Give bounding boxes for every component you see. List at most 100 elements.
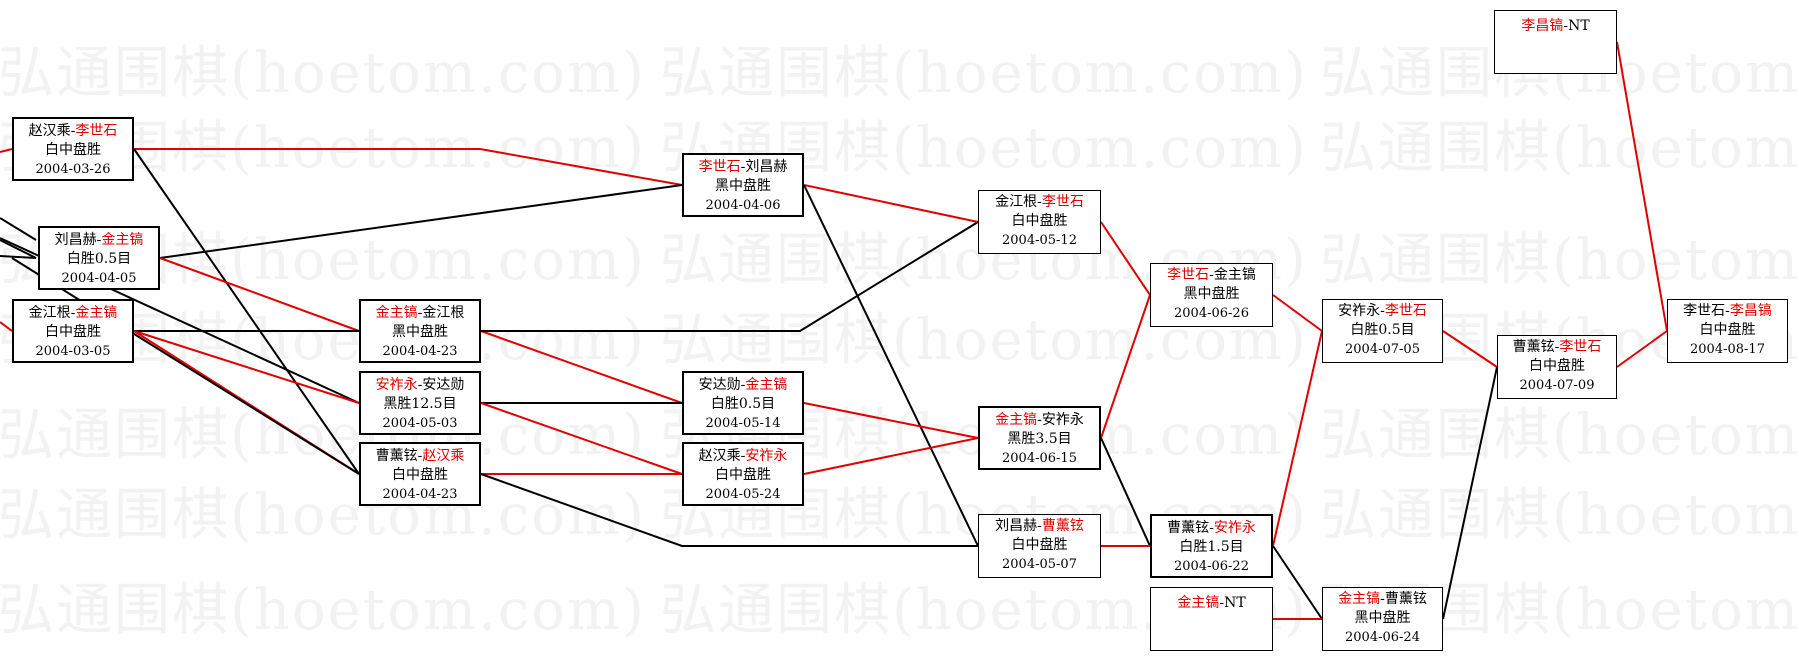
- match-result: 白胜0.5目: [66, 251, 132, 267]
- connector-line: [1272, 294, 1323, 332]
- connector-line: [134, 148, 683, 186]
- match-date: 2004-04-05: [61, 271, 137, 286]
- match-box[interactable]: 金主镐-NT: [1150, 587, 1273, 651]
- match-players: 刘昌赫-金主镐: [40, 231, 158, 250]
- player-a-name: 金江根: [995, 194, 1038, 210]
- match-players: 刘昌赫-曹薰铉: [979, 517, 1100, 536]
- match-players: 安祚永-安达勋: [361, 376, 479, 395]
- connector-line: [1100, 221, 1151, 296]
- player-separator: -: [1209, 520, 1214, 536]
- player-b-name: 曹薰铉: [1041, 518, 1084, 534]
- player-separator: -: [96, 232, 102, 248]
- match-box[interactable]: 李昌镐-NT: [1494, 10, 1617, 74]
- match-players: 赵汉乘-安祚永: [684, 447, 802, 466]
- match-players: 安达勋-金主镐: [684, 376, 802, 395]
- connector-line: [0, 148, 13, 153]
- match-result: 白中盘胜: [1011, 537, 1068, 553]
- match-players: 曹薰铉-李世石: [1498, 338, 1616, 357]
- connector-line: [159, 257, 360, 332]
- match-players: 李昌镐-NT: [1495, 17, 1616, 36]
- connector-line: [11, 257, 360, 475]
- connector-line: [803, 437, 979, 475]
- player-separator: -: [1037, 518, 1042, 534]
- player-a-name: 安祚永: [1338, 303, 1381, 319]
- player-a-name: 李世石: [1683, 303, 1726, 319]
- match-box[interactable]: 安达勋-金主镐白胜0.5目 2004-05-14: [682, 371, 804, 435]
- connector-line: [133, 148, 360, 475]
- player-a-name: 曹薰铉: [1512, 339, 1555, 355]
- match-date: 2004-04-23: [382, 487, 458, 502]
- match-result: 黑中盘胜: [392, 324, 448, 340]
- player-b-name: 金江根: [422, 305, 465, 321]
- match-result: 白中盘胜: [45, 324, 101, 340]
- player-separator: -: [1209, 267, 1214, 283]
- player-b-name: 安达勋: [422, 377, 465, 393]
- player-b-name: 安祚永: [1041, 412, 1084, 428]
- player-a-name: 赵汉乘: [28, 123, 71, 139]
- match-date: 2004-06-22: [1174, 559, 1249, 574]
- match-date: 2004-05-24: [705, 487, 781, 502]
- match-date: 2004-08-17: [1690, 342, 1765, 357]
- match-result: 白中盘胜: [45, 142, 101, 158]
- connector-line: [480, 402, 683, 475]
- match-result: 白胜1.5目: [1179, 539, 1244, 555]
- player-a-name: 曹薰铉: [375, 448, 418, 464]
- player-separator: -: [1219, 595, 1225, 611]
- match-date: 2004-04-23: [382, 344, 458, 359]
- match-date: 2004-03-26: [35, 162, 111, 177]
- player-separator: -: [1725, 303, 1730, 319]
- player-b-name: 金主镐: [101, 232, 144, 248]
- match-result: 白中盘胜: [1699, 322, 1756, 338]
- player-b-name: 李世石: [1384, 303, 1427, 319]
- match-date: 2004-05-14: [705, 416, 781, 431]
- connector-line: [1272, 330, 1323, 547]
- player-a-name: 李世石: [698, 159, 741, 175]
- match-players: 曹薰铉-安祚永: [1152, 519, 1271, 538]
- player-a-name: 安达勋: [698, 377, 741, 393]
- match-result: 白胜0.5目: [710, 396, 776, 412]
- player-separator: -: [1554, 339, 1560, 355]
- connector-line: [1616, 330, 1668, 368]
- player-b-name: 安祚永: [1213, 520, 1256, 536]
- match-result: 白中盘胜: [1529, 358, 1585, 374]
- match-players: 李世石-刘昌赫: [684, 158, 802, 177]
- match-date: 2004-06-24: [1345, 630, 1420, 645]
- connector-line: [0, 239, 37, 259]
- player-a-name: 刘昌赫: [54, 232, 97, 248]
- player-separator: -: [1037, 194, 1042, 210]
- player-separator: -: [1380, 591, 1385, 607]
- connector-line: [0, 255, 37, 259]
- player-a-name: 曹薰铉: [1167, 520, 1210, 536]
- match-result: 黑中盘胜: [1183, 286, 1240, 302]
- player-separator: -: [740, 159, 746, 175]
- match-result: 黑胜12.5目: [383, 396, 457, 412]
- connector-line: [480, 473, 978, 547]
- connector-line: [1100, 437, 1151, 547]
- player-b-name: 刘昌赫: [745, 159, 788, 175]
- match-result: 黑胜3.5目: [1007, 431, 1072, 447]
- player-b-name: 金主镐: [75, 305, 118, 321]
- player-a-name: 金主镐: [1177, 595, 1220, 611]
- match-date: 2004-04-06: [705, 198, 781, 213]
- player-a-name: 金主镐: [1338, 591, 1381, 607]
- player-b-name: NT: [1224, 595, 1246, 611]
- connector-line: [803, 184, 979, 223]
- connector-line: [1442, 330, 1498, 368]
